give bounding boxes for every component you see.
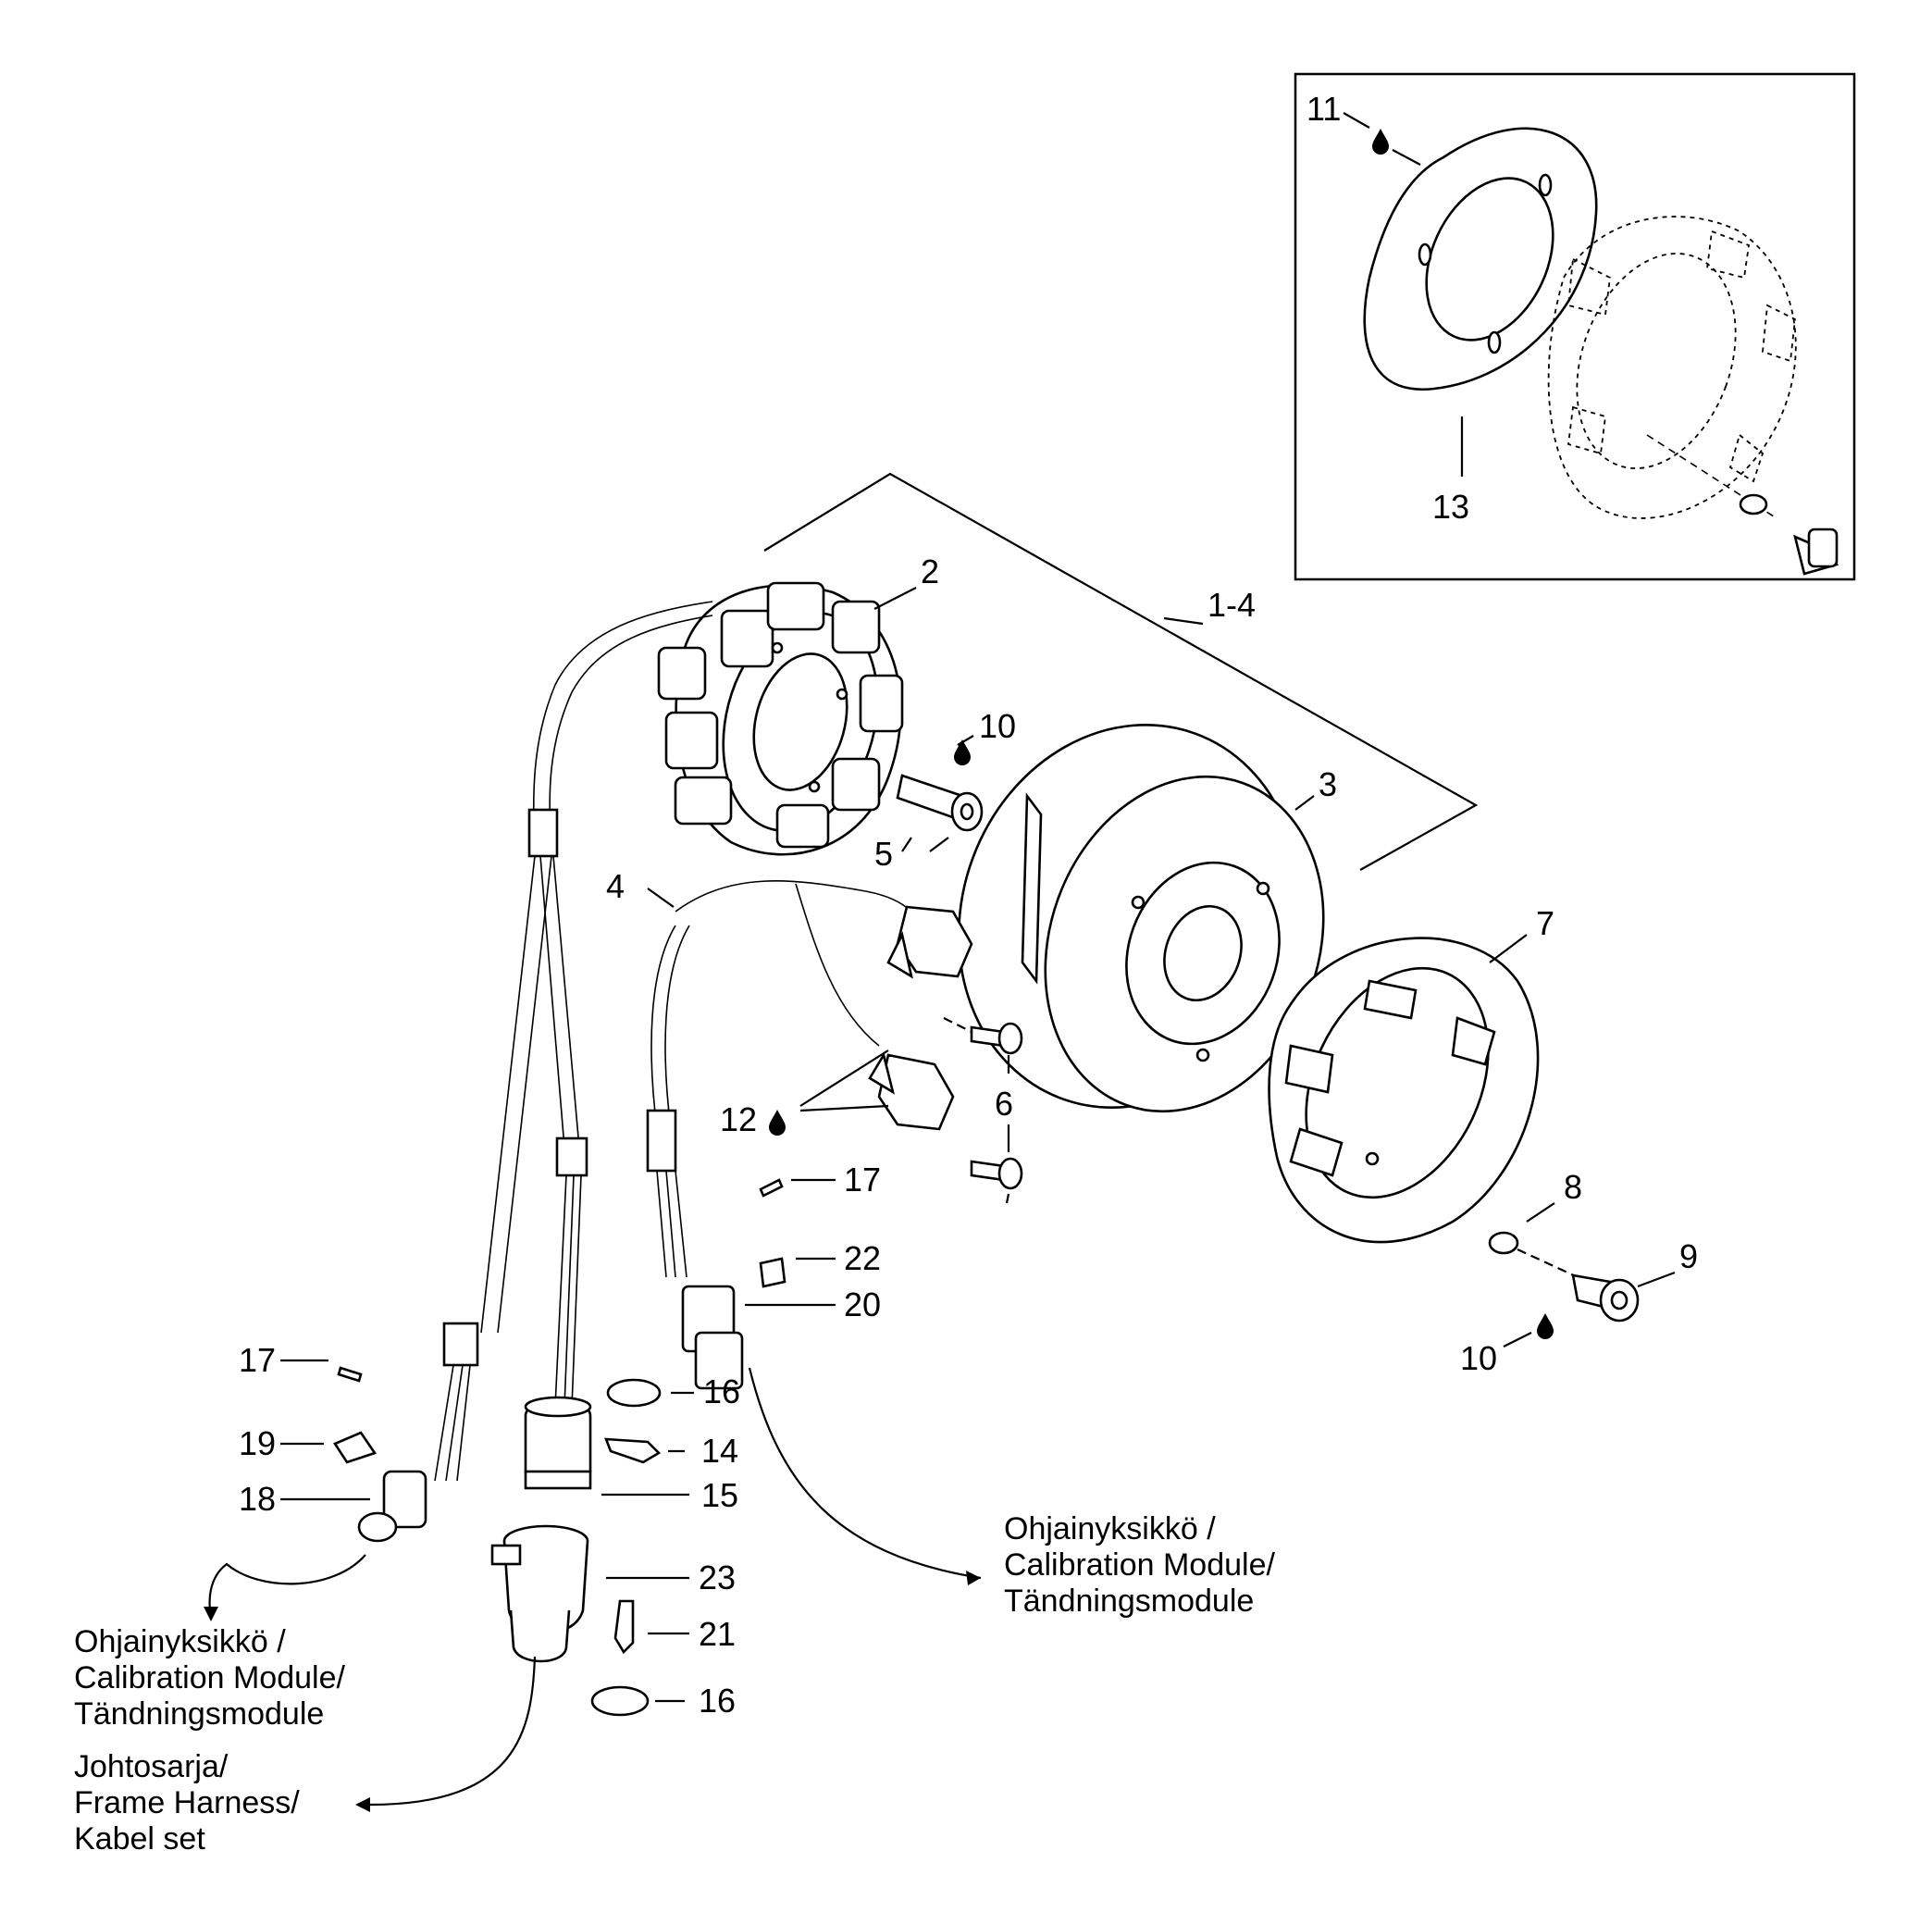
svg-text:Calibration Module/: Calibration Module/ <box>1004 1547 1275 1583</box>
note-harness: Johtosarja/ Frame Harness/ Kabel set <box>74 1749 300 1857</box>
terminal-21 <box>613 1599 635 1655</box>
callout-19: 19 <box>239 1424 276 1462</box>
arrow-right-module <box>748 1367 982 1580</box>
callout-22: 22 <box>844 1239 881 1277</box>
callout-2: 2 <box>921 553 939 590</box>
callout-21: 21 <box>699 1615 736 1653</box>
callout-9: 9 <box>1679 1237 1698 1275</box>
callout-17-right: 17 <box>844 1161 881 1198</box>
terminal-14 <box>604 1437 662 1464</box>
callout-4: 4 <box>606 867 625 905</box>
callout-11: 11 <box>1307 90 1341 128</box>
svg-text:Frame Harness/: Frame Harness/ <box>74 1785 300 1820</box>
svg-text:Ohjainyksikkö /: Ohjainyksikkö / <box>74 1624 286 1659</box>
callout-8: 8 <box>1564 1168 1582 1206</box>
callout-17-left: 17 <box>239 1341 276 1379</box>
callout-7: 7 <box>1536 904 1554 942</box>
connector-18 <box>357 1470 427 1543</box>
protective-boot-23 <box>490 1524 589 1663</box>
bolt-5 <box>896 774 984 832</box>
svg-text:Johtosarja/: Johtosarja/ <box>74 1749 229 1784</box>
stator-2 <box>657 581 904 856</box>
seal-16-top <box>606 1378 662 1408</box>
inset-box <box>1294 72 1856 581</box>
svg-text:Calibration Module/: Calibration Module/ <box>74 1660 345 1695</box>
callout-15: 15 <box>701 1476 738 1514</box>
screw-6a <box>970 1022 1023 1055</box>
washer-8 <box>1488 1231 1519 1255</box>
stator-harness <box>434 601 713 1482</box>
callout-18: 18 <box>239 1480 276 1518</box>
callout-3: 3 <box>1319 765 1337 803</box>
svg-text:Tändningsmodule: Tändningsmodule <box>74 1696 324 1732</box>
bracket-1-4 <box>763 472 1479 871</box>
svg-text:Ohjainyksikkö /: Ohjainyksikkö / <box>1004 1511 1216 1546</box>
terminal-17-left <box>337 1366 363 1383</box>
seal-16-bottom <box>590 1685 650 1717</box>
flywheel-3 <box>957 723 1325 1113</box>
clip-22 <box>759 1257 786 1288</box>
spacer-ring-13 <box>1363 127 1598 391</box>
callout-6: 6 <box>995 1085 1013 1123</box>
note-module-right: Ohjainyksikkö / Calibration Module/ Tänd… <box>1004 1511 1275 1619</box>
callout-labels: 1-4 2 3 4 5 6 7 8 9 10 10 11 12 13 14 15… <box>239 90 1698 1720</box>
terminal-17-right <box>759 1178 784 1198</box>
callout-20: 20 <box>844 1285 881 1323</box>
pickup-sensor-4 <box>646 880 973 1278</box>
dashed-trigger-wheel <box>1547 216 1797 519</box>
connector-housing-15 <box>524 1396 592 1490</box>
callout-14: 14 <box>701 1432 738 1470</box>
callout-10-bottom: 10 <box>1460 1339 1497 1377</box>
svg-text:Kabel set: Kabel set <box>74 1821 205 1857</box>
callout-23: 23 <box>699 1559 736 1596</box>
leader-lines <box>280 587 1676 1703</box>
arrow-harness <box>369 1656 537 1807</box>
callout-12: 12 <box>720 1100 757 1138</box>
oil-drop-icon <box>954 739 971 765</box>
callout-10-top: 10 <box>979 707 1016 745</box>
inset-bolt <box>1793 528 1839 576</box>
callout-13: 13 <box>1432 488 1469 526</box>
trigger-wheel-7 <box>1268 937 1540 1244</box>
callout-16-top: 16 <box>703 1372 740 1410</box>
note-module-left: Ohjainyksikkö / Calibration Module/ Tänd… <box>74 1624 345 1732</box>
connector-20 <box>681 1285 744 1390</box>
oil-drop-icon <box>769 1110 786 1136</box>
callout-16-bottom: 16 <box>699 1682 736 1720</box>
svg-text:Tändningsmodule: Tändningsmodule <box>1004 1583 1254 1619</box>
oil-drop-icon <box>1372 129 1389 155</box>
screw-6b <box>970 1157 1023 1190</box>
callout-1-4: 1-4 <box>1208 586 1256 624</box>
oil-drop-icon <box>1537 1313 1554 1339</box>
callout-5: 5 <box>874 835 893 873</box>
bolt-9 <box>1571 1273 1640 1323</box>
arrow-left-module <box>208 1554 366 1621</box>
clip-19 <box>333 1431 378 1464</box>
